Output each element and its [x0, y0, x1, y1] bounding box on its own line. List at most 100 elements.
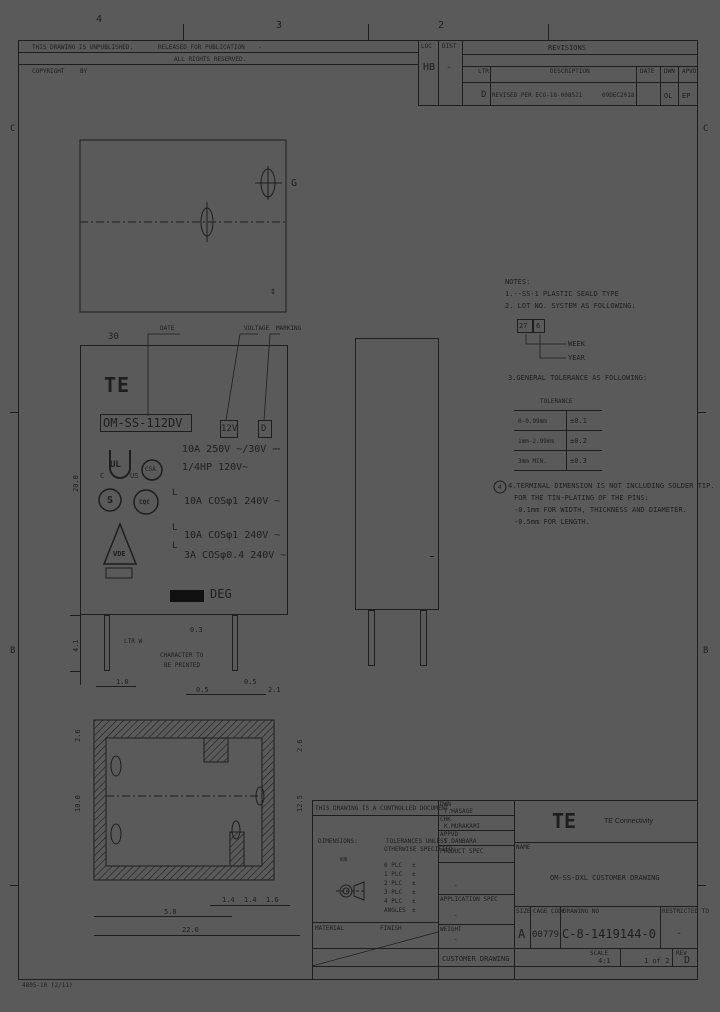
rev-col-desc: DESCRIPTION	[550, 68, 590, 75]
rev-row-dwn: OL	[664, 92, 673, 100]
note-4-line3: -0.1mm FOR WIDTH, THICKNESS AND DIAMETER…	[514, 506, 687, 514]
cert-us: US	[130, 472, 139, 480]
material-label: MATERIAL	[315, 925, 344, 932]
scale-label: SCALE	[590, 950, 609, 957]
dim-bottom-w2: 1.4	[222, 896, 235, 904]
scale-value: 4:1	[598, 957, 611, 965]
dim-bottom-w3: 1.4	[244, 896, 257, 904]
dim-height: 20.0	[72, 475, 80, 492]
rating-line1: 10A 250V ~/30V ⎓	[182, 444, 281, 455]
dim-bottom-w4: 1.6	[266, 896, 279, 904]
place-0: 0 PLC	[384, 862, 403, 869]
lot-week: WEEK	[568, 340, 585, 348]
chk-value: K.MURAKAMI	[444, 823, 481, 830]
place-val-3: ±	[412, 889, 416, 896]
front-pin-right	[232, 615, 238, 671]
tol-range-2: 3mm MIN.	[518, 458, 547, 465]
lot-box-a	[517, 319, 533, 333]
appvd-value: T.DANBARA	[444, 838, 477, 845]
restricted-label: RESTRICTED TO	[662, 908, 709, 915]
place-val-1: ±	[412, 871, 416, 878]
top-view-arrow-icon: ⇕	[270, 286, 277, 297]
dim-bottom-h1: 2.6	[74, 729, 82, 742]
dimensions-unit: mm	[340, 856, 348, 863]
title-block	[312, 800, 698, 980]
rev-loc-value: HB	[423, 62, 436, 73]
l-mark-2: L	[172, 523, 178, 533]
dim-bottom-total: 22.0	[182, 926, 199, 934]
lot-box-b	[533, 319, 545, 333]
header-released: RELEASED FOR PUBLICATION	[158, 44, 245, 51]
note-1: 1.--SS-1 PLASTIC SEALD TYPE	[505, 290, 619, 298]
relay-top-view	[79, 139, 287, 313]
front-pin-left	[104, 615, 110, 671]
dim-bottom-h2: 10.0	[74, 795, 82, 812]
tol-value-1: ±0.2	[570, 437, 587, 445]
zone-left-b: B	[10, 646, 16, 656]
revisions-block	[418, 40, 698, 106]
lot-year: YEAR	[568, 354, 585, 362]
drawing-number: C-8-1419144-0	[562, 927, 656, 941]
place-2: 2 PLC	[384, 880, 403, 887]
lot-a: 27	[519, 322, 528, 330]
controlled-doc: THIS DRAWING IS A CONTROLLED DOCUMENT.	[315, 805, 453, 812]
lot-leaders	[525, 334, 566, 359]
tol-value-2: ±0.3	[570, 457, 587, 465]
sheet-value: 1 of 2	[644, 957, 670, 965]
voltage-value: 12V	[221, 424, 238, 434]
part-number-box	[100, 414, 192, 432]
part-number: OM-SS-112DV	[103, 416, 183, 430]
te-logo-titleblock: TE	[552, 809, 577, 833]
note-2: 2. LOT NO. SYSTEM AS FOLLOWING:	[505, 302, 636, 310]
finish-label: FINISH	[380, 925, 402, 932]
vde-rating2: 10A COSφ1 240V ~	[184, 530, 281, 541]
cert-ul: UL	[110, 460, 121, 470]
application-spec-dash: -	[454, 912, 458, 919]
tol-range-1: 1mm-2.99mm	[518, 438, 555, 445]
zone-top-4: 4	[96, 14, 103, 25]
place-3: 3 PLC	[384, 889, 403, 896]
place-val-5: ±	[412, 907, 416, 914]
projection-symbol-icon	[336, 881, 366, 901]
tolerance-label-1: TOLERANCES UNLESS	[386, 838, 448, 845]
cert-c: C	[100, 472, 105, 480]
drawing-name: OM-SS-DXL CUSTOMER DRAWING	[550, 874, 660, 882]
place-1: 1 PLC	[384, 871, 403, 878]
notes-title: NOTES:	[505, 278, 531, 286]
relay-bottom-view	[93, 719, 275, 881]
cert-cqc: CQC	[139, 499, 150, 506]
note-4-line1: 4.TERMINAL DIMENSION IS NOT INCLUDING SO…	[508, 482, 715, 490]
rev-col-date: DATE	[640, 68, 655, 75]
callout-marking: MARKING	[276, 325, 302, 332]
zone-right-c: C	[703, 124, 709, 134]
note-4-line4: -0.5mm FOR LENGTH.	[514, 518, 590, 526]
place-4: 4 PLC	[384, 898, 403, 905]
dwgno-label: DRAWING NO	[563, 908, 600, 915]
dim-pin-width: 1.0	[116, 678, 129, 686]
dim-bottom-h3: 12.5	[296, 795, 304, 812]
customer-drawing-label: CUSTOMER DRAWING	[442, 955, 510, 963]
note4-num: 4	[498, 484, 502, 491]
product-spec-label: PRODUCT SPEC	[440, 848, 484, 855]
zone-top-3: 3	[276, 20, 283, 31]
pin-number: 30	[108, 332, 119, 342]
place-val-4: ±	[412, 898, 416, 905]
dim-bottom-right: 2.6	[296, 739, 304, 752]
callout-leaders	[147, 333, 280, 421]
size-value: A	[518, 927, 526, 941]
zone-top-2: 2	[438, 20, 445, 31]
voltage-box	[220, 420, 238, 438]
callout-voltage: VOLTAGE	[244, 325, 270, 332]
side-pin-right	[420, 610, 427, 666]
rev-col-apvd: APVD	[682, 68, 697, 75]
l-mark-1: L	[172, 488, 178, 498]
tol-title: TOLERANCE	[540, 398, 573, 405]
application-spec-label: APPLICATION SPEC	[440, 896, 498, 903]
tolerance-label-2: OTHERWISE SPECIFIED:	[384, 846, 457, 853]
rev-dist-header: DIST	[442, 43, 457, 50]
name-label: NAME	[516, 844, 531, 851]
cert-vde: VDE	[113, 550, 126, 558]
product-spec-dash: -	[454, 882, 458, 889]
cert-csa: CSA	[145, 466, 156, 473]
header-by: BY	[80, 68, 88, 75]
